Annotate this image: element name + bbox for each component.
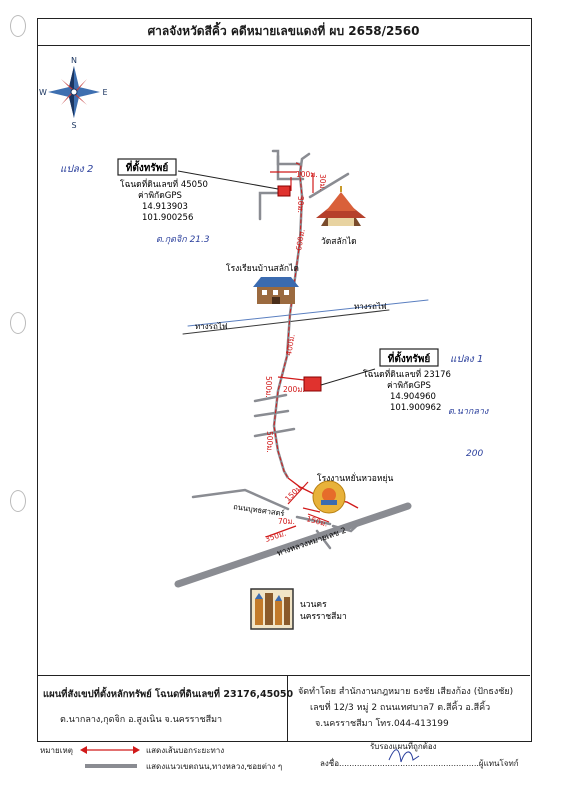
road-network xyxy=(174,149,429,588)
footer-block xyxy=(37,675,530,741)
factory-label: โรงงานหยั่นหวอหยุ่น xyxy=(317,472,393,484)
legend-grey-line-label: แสดงแนวเขตถนน,ทางหลวง,ซอยต่าง ๆ xyxy=(146,762,283,771)
compass-w-label: W xyxy=(39,88,47,97)
property-a-plot-note: แปลง 2 xyxy=(60,164,93,175)
compass-n-label: N xyxy=(71,56,77,65)
property-b-deed: โฉนดที่ดินเลขที่ 23176 xyxy=(363,368,451,380)
city-icon xyxy=(250,588,294,630)
property-a-leader xyxy=(177,170,279,190)
distance-70m: 70ม. xyxy=(278,517,295,526)
city-label-2: นครราชสีมา xyxy=(300,611,347,622)
distance-500m-b: 500ม. xyxy=(265,431,274,453)
punch-hole-lower xyxy=(10,490,26,512)
property-b-plot-note: แปลง 1 xyxy=(450,354,483,365)
temple-label: วัดสลักได xyxy=(321,236,357,247)
property-a-marker xyxy=(277,185,291,197)
property-b-lat: 14.904960 xyxy=(390,392,436,402)
plan-location: ต.นากลาง,กุดจิก อ.สูงเนิน จ.นครราชสีมา xyxy=(60,715,223,725)
railway-left-label: ทางรถไฟ xyxy=(195,322,228,331)
legend-grey-line-icon xyxy=(85,764,137,768)
certify-label: รับรองแผนที่ถูกต้อง xyxy=(370,742,437,751)
distance-500m-a: 500ม. xyxy=(264,376,273,398)
property-b-leader xyxy=(320,368,376,386)
legend-red-line-label: แสดงเส้นบอกระยะทาง xyxy=(146,746,225,755)
compass-e-label: E xyxy=(102,88,107,97)
legend-red-arrow-icon xyxy=(80,746,140,754)
distance-150m-b: 150ม. xyxy=(305,514,328,528)
distance-arrows xyxy=(265,171,330,538)
property-a-lon: 101.900256 xyxy=(142,213,193,223)
school-label: โรงเรียนบ้านสลักได xyxy=(226,263,299,274)
property-b-number-note: 200 xyxy=(466,449,483,459)
compass-rose-icon: N S E W xyxy=(39,56,107,130)
property-b-location-note: ต.นากลาง xyxy=(448,407,489,417)
plan-title: แผนที่สังเขปที่ตั้งหลักทรัพย์ โฉนดที่ดิน… xyxy=(43,689,294,700)
property-a-deed: โฉนดที่ดินเลขที่ 45050 xyxy=(120,178,208,190)
property-a-lat: 14.913903 xyxy=(142,202,188,212)
property-a-gps-label: ค่าพิกัดGPS xyxy=(138,191,182,201)
property-b-marker xyxy=(303,376,322,392)
distance-200m: 200ม. xyxy=(283,385,305,394)
prepared-by-line-2: เลขที่ 12/3 หมู่ 2 ถนนเทศบาล7 ต.สีคิ้ว อ… xyxy=(310,703,491,713)
distance-150m-a: 150ม. xyxy=(283,482,305,504)
prepared-by-line-3: จ.นครราชสีมา โทร.044-413199 xyxy=(315,719,449,729)
signature-line: ลงชื่อ..................................… xyxy=(320,759,519,768)
page-title: ศาลจังหวัดสีคิ้ว คดีหมายเลขแดงที่ ผบ 265… xyxy=(37,18,530,46)
property-a-title: ที่ตั้งทรัพย์ xyxy=(126,160,169,174)
prepared-by-line-1: จัดทำโดย สำนักงานกฎหมาย ธงชัย เสียงก้อง … xyxy=(298,687,514,697)
factory-icon xyxy=(312,480,346,514)
document-frame xyxy=(37,18,532,742)
property-b-gps-label: ค่าพิกัดGPS xyxy=(387,381,431,391)
punch-hole-middle xyxy=(10,312,26,334)
distance-100m: 100ม. xyxy=(296,170,318,179)
school-icon xyxy=(253,277,299,304)
property-b-title: ที่ตั้งทรัพย์ xyxy=(388,351,431,365)
distance-350m: 350ม. xyxy=(264,529,287,544)
distance-30m-a: 30ม. xyxy=(296,196,305,213)
compass-s-label: S xyxy=(71,121,76,130)
signature-scribble xyxy=(388,749,420,763)
property-a-location-note: ต.กุดจิก 21.3 xyxy=(156,234,210,245)
temple-icon xyxy=(316,186,366,226)
punch-hole-top xyxy=(10,15,26,37)
highway-label: ทางหลวงหมายเลข 2 xyxy=(276,526,348,558)
property-b-lon: 101.900962 xyxy=(390,403,441,413)
map-canvas: N S E W xyxy=(39,56,489,630)
railway-right-label: ทางรถไฟ xyxy=(354,302,387,311)
footer-divider xyxy=(287,676,288,741)
distance-600m: 600ม. xyxy=(294,228,307,251)
legend-remark: หมายเหตุ xyxy=(40,746,73,755)
distance-labels: 100ม. 30ม. 30ม. 600ม. 400ม. 500ม. 200ม. … xyxy=(264,170,329,544)
distance-400m: 400ม. xyxy=(284,333,297,356)
city-label-1: นวนคร xyxy=(300,600,327,610)
distance-30m-b: 30ม. xyxy=(318,174,327,191)
